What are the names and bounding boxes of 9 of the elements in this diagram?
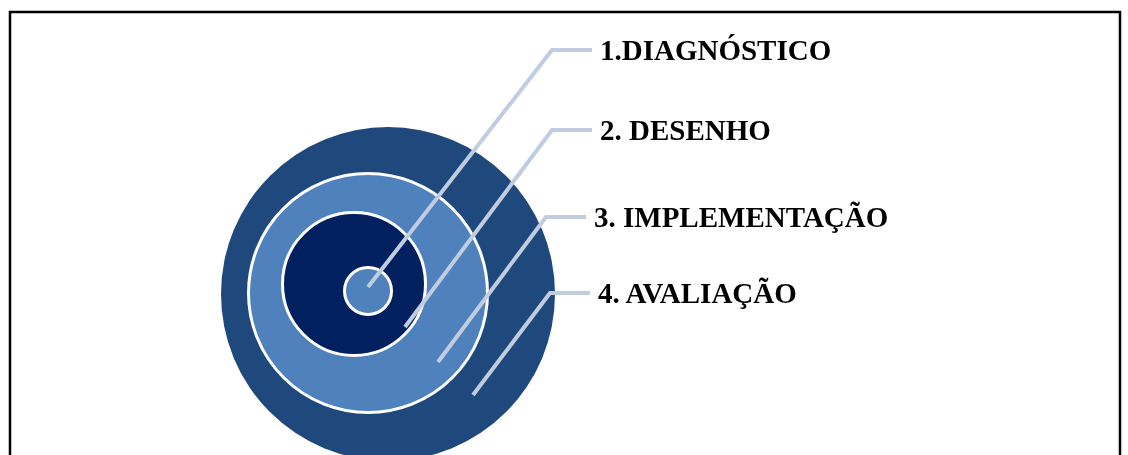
leader-line: [471, 291, 590, 397]
stage-label: 4. AVALIAÇÃO: [598, 278, 797, 308]
stage-label: 2. DESENHO: [600, 115, 771, 145]
stage-label: 1.DIAGNÓSTICO: [600, 35, 832, 65]
leader-line: [403, 128, 592, 329]
leader-line: [436, 215, 586, 364]
ring-circle: [343, 266, 393, 316]
stage-label: 3. IMPLEMENTAÇÃO: [594, 202, 889, 232]
leader-line: [366, 48, 592, 289]
